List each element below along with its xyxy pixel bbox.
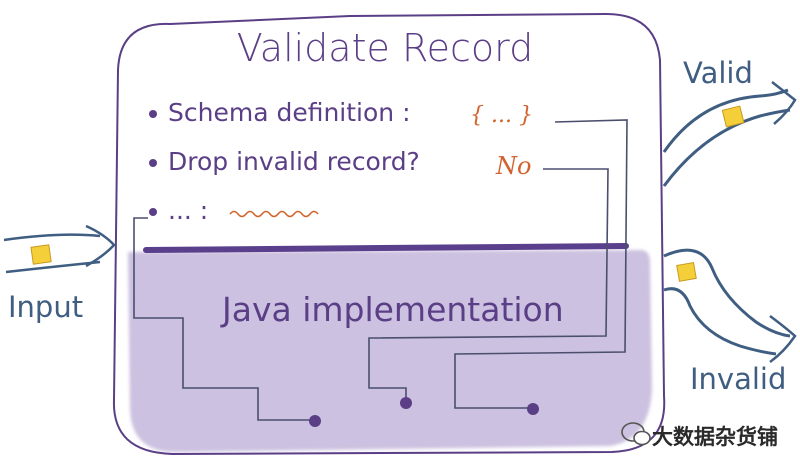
schema-value: { ... } bbox=[470, 103, 533, 128]
java-implementation-label: Java implementation bbox=[222, 290, 564, 329]
wechat-icon bbox=[621, 422, 651, 446]
bullet-drop-invalid: Drop invalid record? bbox=[168, 147, 420, 176]
divider-line bbox=[143, 243, 629, 253]
connector-schema bbox=[454, 119, 628, 409]
invalid-record bbox=[676, 261, 697, 282]
connector-schema-dot bbox=[527, 403, 539, 415]
bullet-dot-2 bbox=[149, 159, 157, 167]
valid-label: Valid bbox=[683, 56, 753, 90]
bullet-schema-definition: Schema definition : bbox=[168, 98, 411, 127]
diagram-title: Validate Record bbox=[236, 26, 534, 70]
valid-stream bbox=[662, 81, 797, 187]
connector-drop-dot bbox=[400, 397, 412, 409]
connector-drop bbox=[368, 168, 609, 400]
connector-other-dot bbox=[309, 415, 321, 427]
bullet-dot-1 bbox=[149, 110, 157, 118]
input-label: Input bbox=[8, 290, 84, 324]
invalid-label: Invalid bbox=[690, 362, 787, 396]
validate-box-outline bbox=[112, 13, 666, 455]
watermark-text: 大数据杂货铺 bbox=[652, 425, 778, 449]
implementation-area bbox=[128, 250, 652, 452]
input-record bbox=[30, 244, 52, 265]
invalid-stream bbox=[663, 248, 797, 364]
connector-other bbox=[133, 217, 312, 421]
drop-invalid-value: No bbox=[496, 152, 532, 180]
valid-record bbox=[721, 105, 745, 128]
bullet-dot-3 bbox=[149, 208, 157, 216]
input-stream bbox=[3, 224, 116, 274]
bullet-other: ... : bbox=[168, 196, 209, 225]
scribble-mark bbox=[229, 210, 319, 218]
